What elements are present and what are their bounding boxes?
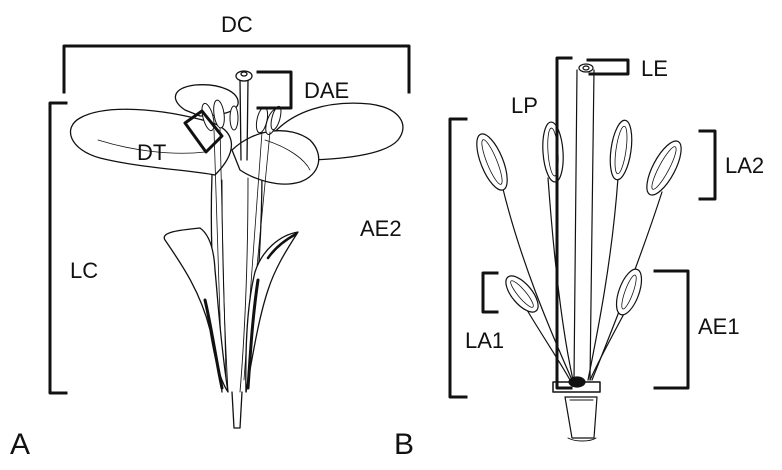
label-lc: LC (70, 260, 98, 282)
bracket-dae (258, 72, 291, 108)
label-dae: DAE (304, 80, 349, 102)
label-dt: DT (137, 142, 166, 164)
panel-label-b: B (394, 430, 414, 460)
label-la1: LA1 (465, 330, 504, 352)
label-le: LE (641, 58, 668, 80)
label-dc: DC (221, 14, 253, 36)
anther-short-1 (500, 271, 544, 318)
label-la2: LA2 (725, 155, 764, 177)
bracket-dc (64, 46, 409, 92)
flower-b-drawing (471, 64, 688, 441)
pistil-b (574, 70, 594, 380)
bracket-ae2 (450, 119, 466, 397)
anther-long-3 (607, 119, 635, 181)
pedicel (232, 392, 242, 428)
anther-long-4 (640, 136, 688, 199)
bracket-lc (50, 103, 66, 393)
anther-short-2 (611, 266, 646, 318)
receptacle (565, 397, 597, 438)
anther-long-2 (541, 121, 565, 182)
bracket-la2 (700, 131, 715, 199)
flower-a-drawing (70, 71, 402, 428)
bracket-ae1 (655, 271, 688, 388)
label-lp: LP (511, 95, 538, 117)
label-ae1: AE1 (698, 316, 740, 338)
panel-label-a: A (10, 430, 30, 460)
petal-front (232, 131, 319, 184)
bracket-lp (557, 58, 571, 388)
label-ae2: AE2 (360, 218, 402, 240)
anther-long-1 (471, 130, 514, 194)
bracket-la1 (483, 273, 497, 312)
